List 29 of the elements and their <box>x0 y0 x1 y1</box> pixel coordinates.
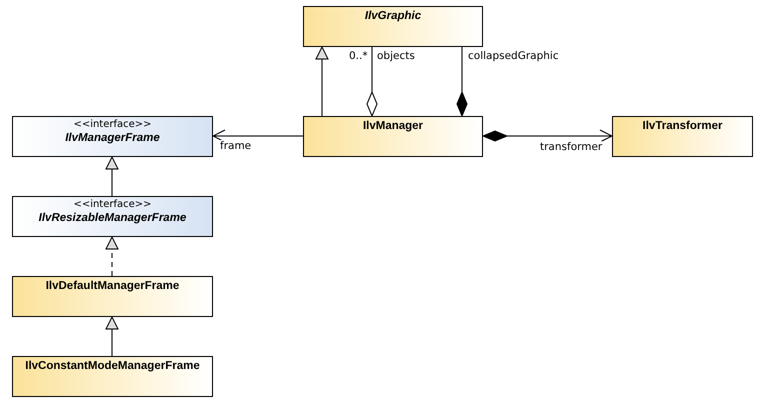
class-name: IlvDefaultManagerFrame <box>46 279 180 293</box>
class-box <box>12 276 213 317</box>
class-name: IlvGraphic <box>364 9 422 23</box>
class-box <box>612 116 753 157</box>
inheritance-arrow <box>106 156 118 196</box>
role-label: objects <box>377 50 415 62</box>
class-name: IlvResizableManagerFrame <box>38 211 186 225</box>
class-box <box>303 116 483 157</box>
association-arrow <box>212 130 304 142</box>
inheritance-arrow <box>316 46 328 116</box>
class-name: IlvTransformer <box>642 119 722 133</box>
realization-arrow <box>106 236 118 276</box>
class-box <box>12 356 213 397</box>
composition-line <box>482 130 612 142</box>
role-label: transformer <box>540 141 602 153</box>
interface-box <box>12 116 213 157</box>
class-name: IlvConstantModeManagerFrame <box>25 359 200 373</box>
aggregation-line <box>366 46 378 116</box>
class-box <box>303 6 483 47</box>
role-label: collapsedGraphic <box>468 50 559 62</box>
class-name: IlvManager <box>362 119 424 133</box>
multiplicity-label: 0..* <box>349 50 368 62</box>
stereotype-label: <<interface>> <box>73 199 152 211</box>
inheritance-arrow <box>106 316 118 356</box>
interface-box <box>12 196 213 237</box>
role-label: frame <box>220 140 252 152</box>
composition-line <box>456 46 468 116</box>
class-name: IlvManagerFrame <box>65 131 160 145</box>
stereotype-label: <<interface>> <box>73 119 152 131</box>
